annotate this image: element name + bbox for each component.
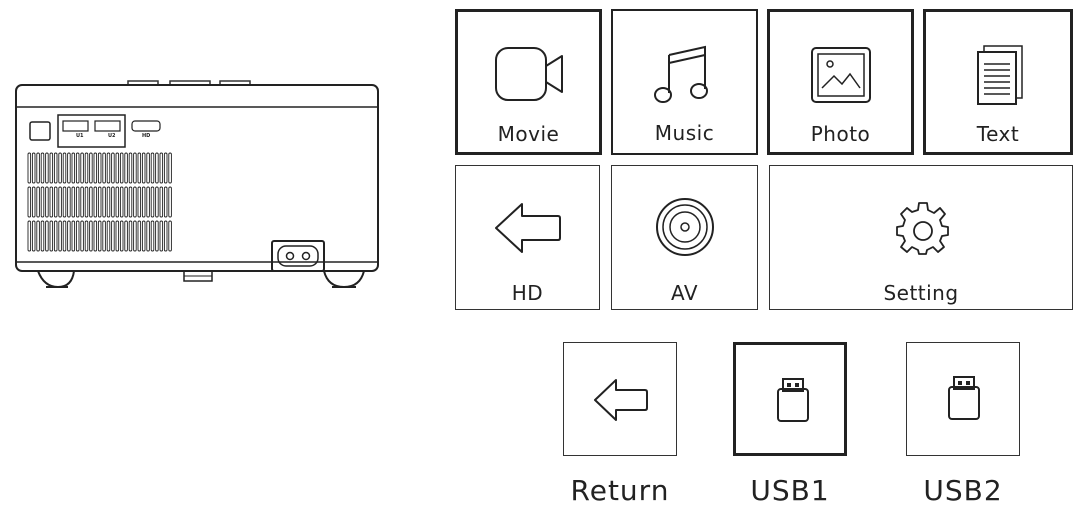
menu-tile-hd[interactable]: HD	[455, 165, 600, 310]
source-tile-usb2[interactable]	[906, 342, 1020, 456]
menu-tile-label: Photo	[810, 122, 871, 146]
menu-tile-label: AV	[670, 281, 699, 305]
menu-tile-photo[interactable]: Photo	[767, 9, 914, 155]
menu-tile-av[interactable]: AV	[611, 165, 758, 310]
av-port-icon	[656, 198, 714, 256]
video-camera-icon	[495, 47, 563, 101]
menu-tile-music[interactable]: Music	[611, 9, 758, 155]
menu-tile-label: HD	[511, 281, 544, 305]
arrow-left-icon	[594, 379, 648, 421]
menu-tile-movie[interactable]: Movie	[455, 9, 602, 155]
menu-tile-text[interactable]: Text	[923, 9, 1073, 155]
menu-tile-setting[interactable]: Setting	[769, 165, 1073, 310]
menu-tile-label: Music	[654, 121, 715, 145]
source-tile-return[interactable]	[563, 342, 677, 456]
document-icon	[977, 45, 1023, 105]
usb-drive-icon	[777, 378, 809, 422]
source-label-usb2: USB2	[923, 474, 1003, 507]
port-label-u1: U1	[76, 133, 84, 139]
gear-icon	[896, 202, 949, 255]
menu-tile-label: Text	[976, 122, 1020, 146]
port-label-hd: HD	[142, 133, 151, 139]
source-label-return: Return	[570, 474, 670, 507]
port-label-u2: U2	[108, 133, 116, 139]
menu-tile-label: Setting	[883, 281, 959, 305]
photo-icon	[811, 47, 871, 103]
source-label-usb1: USB1	[750, 474, 830, 507]
arrow-left-icon	[495, 203, 561, 253]
usb-drive-icon	[948, 376, 980, 420]
projector-rear-icon: U1 U2 HD	[10, 75, 390, 325]
source-tile-usb1[interactable]	[733, 342, 847, 456]
music-note-icon	[654, 45, 708, 103]
menu-tile-label: Movie	[497, 122, 560, 146]
